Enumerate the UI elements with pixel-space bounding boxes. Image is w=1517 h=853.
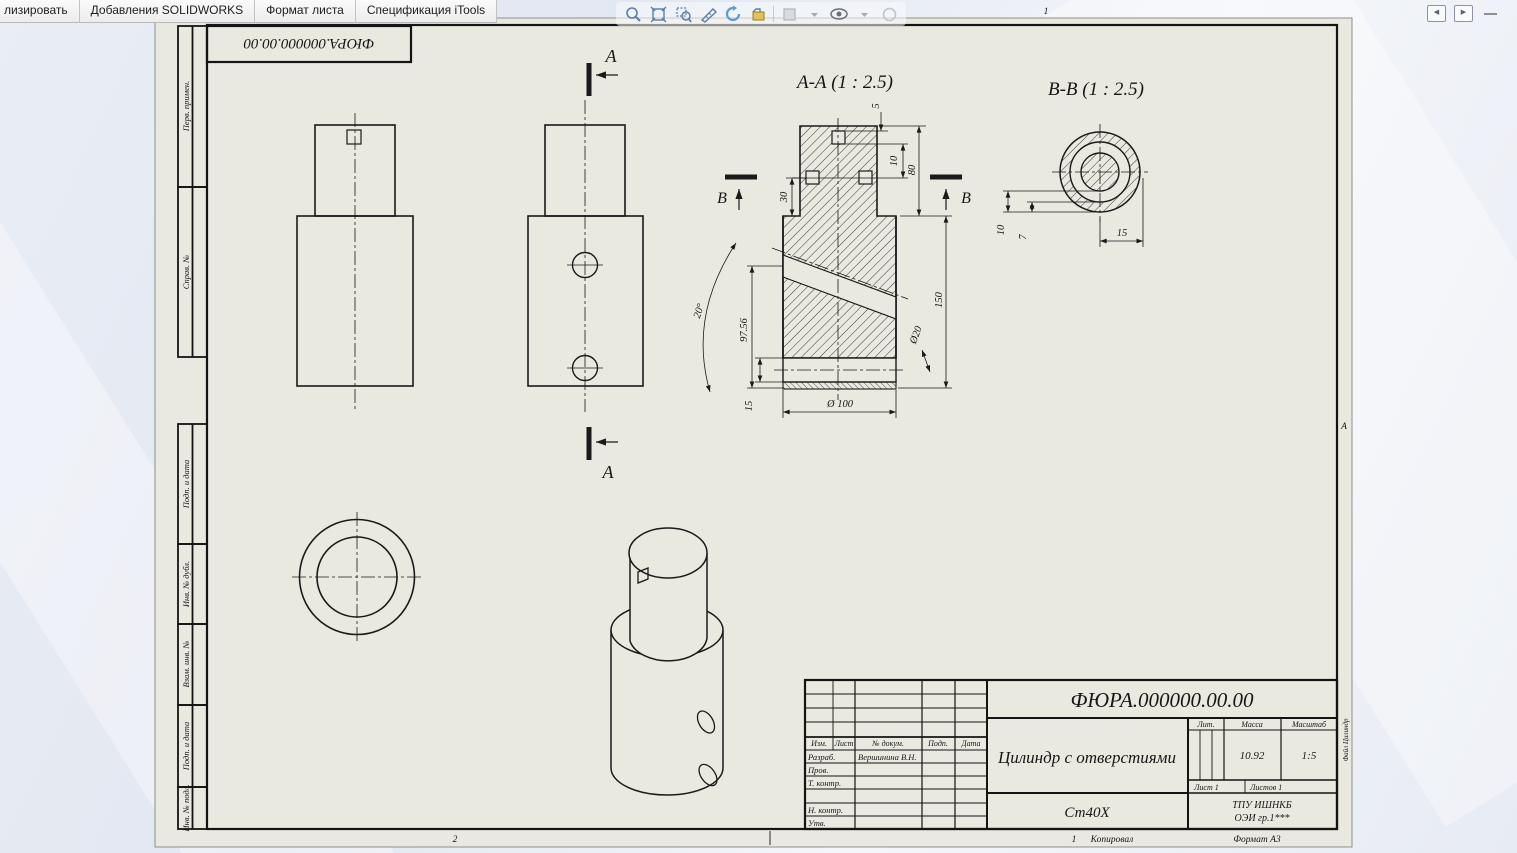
toolbar-separator [773,6,774,22]
dim-10: 10 [889,155,900,166]
sheet-paper [154,17,1353,848]
dim-15: 15 [744,401,755,412]
org-line2: ОЭИ гр.1*** [1235,813,1290,824]
strip-label: Перв. примен. [181,81,191,132]
collapse-right-button[interactable]: ▶ [1454,5,1473,22]
dim-20-deg: 20° [692,302,707,320]
row-razrab: Разраб. [807,752,835,762]
zone-labels: 1 2 1 Копировал Формат А3 А Файл Цилиндр [453,7,1350,845]
zone-top: 1 [1044,7,1049,17]
tab-specification-itools[interactable]: Спецификация iTools [355,0,498,22]
top-view[interactable] [292,512,422,642]
view-menu-caret-icon[interactable] [804,4,824,24]
col-doc: № докум. [871,739,904,748]
strip-label: Подп. и дата [181,722,191,772]
org-line1: ТПУ ИШНКБ [1232,800,1292,811]
section-aa-title: А-А (1 : 2.5) [795,72,893,93]
file-vertical-label: Файл Цилиндр [1342,718,1350,762]
stamp-doc-number: ФЮРА.000000.00.00 [243,35,374,51]
strip-label: Инв. № дубл. [181,561,191,608]
developer-name: Вершинина В.Н. [858,752,917,762]
zoom-in-icon[interactable] [623,4,643,24]
display-style-icon[interactable] [879,4,899,24]
measure-icon[interactable] [698,4,718,24]
hide-show-items-icon[interactable] [829,4,849,24]
dim-dia-100: Ø 100 [826,399,854,410]
copied-by-label: Копировал [1090,835,1134,845]
dim-97-56: 97.56 [739,317,750,341]
dim-bb-10: 10 [996,224,1007,235]
front-view-2[interactable] [527,100,644,412]
section-view-bb[interactable]: В-В (1 : 2.5) 10 7 15 [996,79,1148,247]
pan-icon[interactable] [748,4,768,24]
dim-5: 5 [871,103,882,108]
cut-label-a-bottom: А [602,462,615,482]
command-manager-tabs: лизировать Добавления SOLIDWORKS Формат … [0,0,498,23]
scale-label: Масштаб [1291,720,1327,729]
cut-label-a-top: А [605,46,618,66]
section-cut-b[interactable]: В В [717,174,971,210]
row-utv: Утв. [808,818,826,828]
col-list: Лист [834,739,854,748]
strip-label: Инв. № подл. [181,785,191,833]
section-view-aa[interactable]: А-А (1 : 2.5) В В [692,72,971,418]
sheets-info: Листов 1 [1249,783,1282,792]
top-stamp: ФЮРА.000000.00.00 [205,24,413,64]
row-nkontr: Н. контр. [807,805,843,815]
lit-label: Лит. [1196,720,1214,729]
zone-bottom-left: 2 [453,835,458,845]
col-podp: Подп. [927,739,948,748]
title-block: ФЮРА.000000.00.00 Цилиндр с отверстиями … [803,678,1339,831]
zoom-area-icon[interactable] [673,4,693,24]
strip-label: Подп. и дата [181,460,191,510]
strip-label: Взам. инв. № [181,641,191,688]
cut-label-b-right: В [961,190,971,207]
row-prov: Пров. [807,765,828,775]
dim-150: 150 [934,291,945,308]
collapse-left-button[interactable]: ◀ [1427,5,1446,22]
tab-sheet-format[interactable]: Формат листа [255,0,356,22]
frame-left-strip: Перв. примен. Справ. № Подп. и дата Инв.… [177,25,208,833]
dim-bb-7: 7 [1018,234,1029,240]
iso-side-hole [696,710,716,734]
tab-solidworks-addins[interactable]: Добавления SOLIDWORKS [79,0,256,22]
iso-square-hole [637,567,649,584]
col-data: Дата [961,739,981,748]
iso-side-hole [698,763,718,787]
format-label: Формат А3 [1233,835,1281,845]
cut-label-b-left: В [717,190,727,207]
previous-view-icon[interactable] [779,4,799,24]
dim-bb-15: 15 [1117,228,1128,239]
strip-label: Справ. № [181,255,191,289]
zone-bottom-right: 1 [1072,835,1077,845]
heads-up-view-toolbar [616,2,906,26]
rotate-view-icon[interactable] [723,4,743,24]
isometric-view[interactable] [610,527,724,796]
mass-label: Масса [1240,720,1262,729]
dim-30: 30 [779,191,790,203]
section-bb-dimensions[interactable]: 10 7 15 [996,178,1144,247]
zone-right: А [1340,422,1347,432]
minimize-icon[interactable] [1484,13,1497,15]
titleblock-doc-number: ФЮРА.000000.00.00 [1070,688,1254,712]
titleblock-part-name: Цилиндр с отверстиями [997,748,1176,767]
mass-value: 10.92 [1240,750,1265,762]
section-cut-a[interactable]: А А [586,46,618,482]
row-tkontr: Т. контр. [808,778,841,788]
col-izm: Изм. [810,739,827,748]
titleblock-material: Ст40Х [1064,805,1110,821]
tab-analyze[interactable]: лизировать [0,0,80,22]
display-caret-icon[interactable] [854,4,874,24]
front-view-1[interactable] [296,113,414,412]
dim-80: 80 [907,164,918,175]
section-bb-title: В-В (1 : 2.5) [1048,79,1144,100]
scale-value: 1:5 [1302,750,1317,762]
sheet-info: Лист 1 [1193,783,1219,792]
zoom-to-fit-icon[interactable] [648,4,668,24]
